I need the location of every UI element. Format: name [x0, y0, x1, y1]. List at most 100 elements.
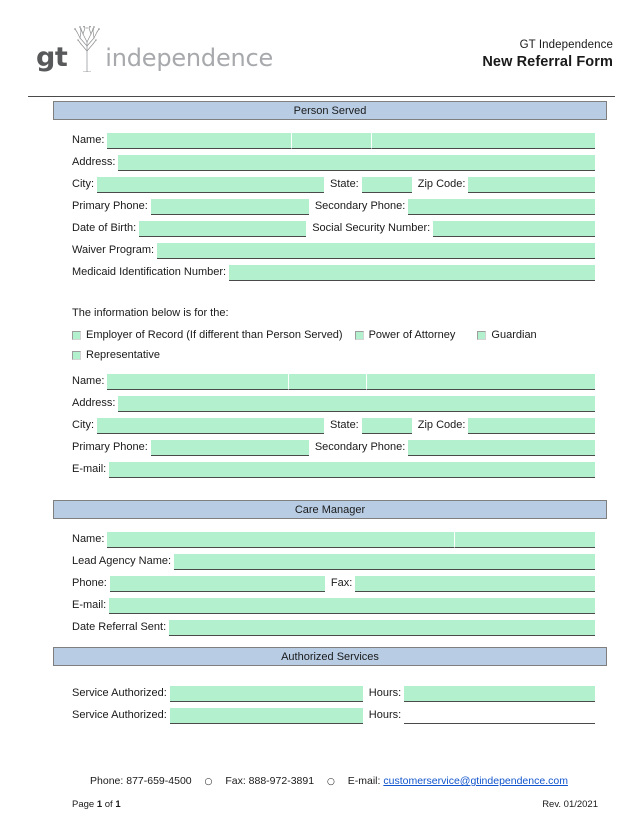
- label-medicaid-id: Medicaid Identification Number:: [72, 266, 227, 278]
- input-city[interactable]: [97, 177, 324, 193]
- input-rep-primary-phone[interactable]: [150, 440, 309, 456]
- person-served-fields: Name: Address: City: State: Zip Code: Pr…: [0, 120, 640, 478]
- input-secondary-phone[interactable]: [408, 199, 595, 215]
- input-date-referral-sent[interactable]: [169, 620, 595, 636]
- input-primary-phone[interactable]: [150, 199, 309, 215]
- header-divider: [28, 96, 615, 97]
- input-waiver-program[interactable]: [157, 243, 595, 259]
- input-rep-zip[interactable]: [468, 418, 595, 434]
- checkbox-label-employer-of-record: Employer of Record (If different than Pe…: [86, 329, 343, 341]
- row-medicaid-id: Medicaid Identification Number:: [72, 259, 595, 281]
- gt-independence-logo: gt: [36, 26, 273, 72]
- label-rep-city: City:: [72, 419, 94, 431]
- input-cm-last-name[interactable]: [455, 532, 595, 548]
- page-middle: of: [104, 799, 113, 810]
- footer-contact-line: Phone: 877-659-4500 ○ Fax: 888-972-3891 …: [0, 775, 640, 787]
- footer-meta: Page 1 of 1 Rev. 01/2021: [0, 787, 640, 810]
- row-city-state-zip: City: State: Zip Code:: [72, 171, 595, 193]
- input-rep-city[interactable]: [97, 418, 324, 434]
- input-service-authorized-1[interactable]: [169, 686, 363, 702]
- input-cm-fax[interactable]: [355, 576, 595, 592]
- representative-intro: The information below is for the:: [72, 307, 229, 319]
- row-phones: Primary Phone: Secondary Phone:: [72, 193, 595, 215]
- checkbox-power-of-attorney[interactable]: [354, 330, 364, 340]
- input-cm-email[interactable]: [109, 598, 595, 614]
- row-rep-city-state-zip: City: State: Zip Code:: [72, 412, 595, 434]
- footer-email-link[interactable]: customerservice@gtindependence.com: [383, 775, 568, 787]
- input-last-name[interactable]: [372, 133, 595, 149]
- row-dob-ssn: Date of Birth: Social Security Number:: [72, 215, 595, 237]
- logo-mark-text: gt: [36, 42, 68, 73]
- label-rep-secondary-phone: Secondary Phone:: [314, 441, 406, 453]
- input-rep-address[interactable]: [118, 396, 595, 412]
- section-header-care-manager: Care Manager: [53, 500, 607, 519]
- label-lead-agency: Lead Agency Name:: [72, 555, 172, 567]
- label-waiver-program: Waiver Program:: [72, 244, 155, 256]
- label-service-authorized-2: Service Authorized:: [72, 709, 167, 721]
- input-rep-secondary-phone[interactable]: [408, 440, 595, 456]
- label-cm-email: E-mail:: [72, 599, 107, 611]
- input-address[interactable]: [118, 155, 595, 171]
- section-header-person-served: Person Served: [53, 101, 607, 120]
- input-ssn[interactable]: [433, 221, 595, 237]
- input-medicaid-id[interactable]: [229, 265, 595, 281]
- row-address: Address:: [72, 149, 595, 171]
- label-rep-email: E-mail:: [72, 463, 107, 475]
- care-manager-fields: Name: Lead Agency Name: Phone: Fax: E-ma…: [0, 519, 640, 636]
- label-address: Address:: [72, 156, 116, 168]
- input-rep-middle-name[interactable]: [289, 374, 368, 390]
- label-date-referral-sent: Date Referral Sent:: [72, 621, 167, 633]
- form-title-block: GT Independence New Referral Form: [482, 38, 613, 71]
- input-state[interactable]: [361, 177, 412, 193]
- label-hours-1: Hours:: [368, 687, 402, 699]
- input-rep-last-name[interactable]: [367, 374, 595, 390]
- section-title: Authorized Services: [281, 650, 379, 663]
- row-service-1: Service Authorized: Hours:: [72, 680, 595, 702]
- row-rep-address: Address:: [72, 390, 595, 412]
- input-rep-email[interactable]: [109, 462, 595, 478]
- checkbox-representative[interactable]: [72, 350, 81, 360]
- label-ssn: Social Security Number:: [312, 222, 431, 234]
- row-rep-phones: Primary Phone: Secondary Phone:: [72, 434, 595, 456]
- checkbox-employer-of-record[interactable]: [72, 330, 81, 340]
- revision-label: Rev. 01/2021: [542, 799, 598, 810]
- input-service-authorized-2[interactable]: [169, 708, 363, 724]
- input-date-of-birth[interactable]: [139, 221, 307, 237]
- label-zip: Zip Code:: [417, 178, 466, 190]
- label-cm-fax: Fax:: [330, 577, 353, 589]
- page-number: Page 1 of 1: [72, 799, 121, 810]
- label-state: State:: [330, 178, 359, 190]
- row-cm-phone-fax: Phone: Fax:: [72, 570, 595, 592]
- checkbox-guardian[interactable]: [477, 330, 487, 340]
- label-service-authorized-1: Service Authorized:: [72, 687, 167, 699]
- row-rep-name: Name:: [72, 368, 595, 390]
- input-lead-agency[interactable]: [174, 554, 595, 570]
- input-zip[interactable]: [468, 177, 595, 193]
- label-hours-2: Hours:: [368, 709, 402, 721]
- input-cm-phone[interactable]: [109, 576, 325, 592]
- label-cm-phone: Phone:: [72, 577, 107, 589]
- footer-separator-1: ○: [204, 777, 213, 787]
- input-hours-2[interactable]: [404, 708, 595, 724]
- footer-separator-2: ○: [326, 777, 335, 787]
- input-rep-state[interactable]: [361, 418, 412, 434]
- row-lead-agency: Lead Agency Name:: [72, 548, 595, 570]
- input-cm-first-name[interactable]: [107, 532, 455, 548]
- input-hours-1[interactable]: [404, 686, 595, 702]
- input-first-name[interactable]: [107, 133, 293, 149]
- tree-icon: [70, 26, 104, 72]
- label-primary-phone: Primary Phone:: [72, 200, 148, 212]
- label-date-of-birth: Date of Birth:: [72, 222, 137, 234]
- checkbox-row-1: Employer of Record (If different than Pe…: [72, 325, 595, 345]
- input-rep-first-name[interactable]: [107, 374, 290, 390]
- input-middle-name[interactable]: [292, 133, 373, 149]
- page-header: gt: [0, 0, 640, 90]
- row-date-referral-sent: Date Referral Sent:: [72, 614, 595, 636]
- section-header-authorized-services: Authorized Services: [53, 647, 607, 666]
- label-rep-zip: Zip Code:: [417, 419, 466, 431]
- row-name: Name:: [72, 127, 595, 149]
- label-rep-state: State:: [330, 419, 359, 431]
- label-rep-name: Name:: [72, 375, 105, 387]
- row-waiver-program: Waiver Program:: [72, 237, 595, 259]
- checkbox-label-guardian: Guardian: [491, 329, 537, 341]
